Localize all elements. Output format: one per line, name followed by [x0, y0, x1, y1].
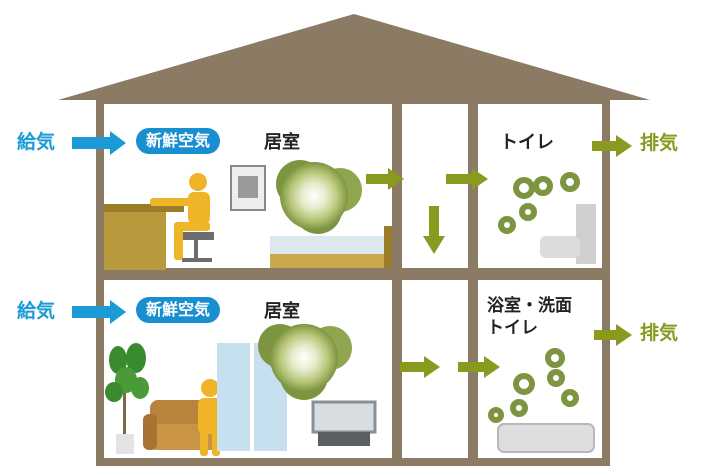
exhaust-label-lower: 排気 — [640, 322, 679, 344]
toilet-icon-upper — [540, 204, 596, 264]
flow-arrow-upper-1 — [366, 168, 404, 190]
supply-arrow-upper — [72, 131, 126, 155]
fresh-air-badge-upper: 新鮮空気 — [136, 128, 221, 154]
dirty-air-cloud-upper — [276, 160, 362, 234]
house-frame — [58, 14, 650, 466]
bed — [270, 226, 392, 268]
fresh-air-badge-lower: 新鮮空気 — [136, 297, 221, 323]
flow-arrow-down — [423, 206, 445, 254]
person-sitting-icon — [150, 173, 210, 260]
flow-arrow-lower-1 — [400, 356, 440, 378]
dirty-air-cloud-lower — [258, 324, 352, 400]
desk — [104, 204, 184, 270]
flow-arrow-lower-2 — [458, 356, 500, 378]
wall-left — [392, 100, 402, 462]
toilet-label-lower: トイレ — [487, 318, 538, 338]
plant — [105, 343, 149, 454]
exhaust-label-upper: 排気 — [640, 132, 679, 154]
roof — [58, 14, 650, 100]
exhaust-arrow-upper — [592, 135, 632, 157]
floor-slab — [100, 268, 606, 280]
odor-particles-lower — [488, 348, 579, 423]
supply-label-lower: 給気 — [17, 300, 56, 322]
odor-particles-upper — [498, 172, 580, 234]
wall-right — [468, 100, 478, 462]
supply-arrow-lower — [72, 300, 126, 324]
house-outline — [96, 96, 610, 466]
chair-upper — [178, 232, 214, 262]
wall-picture — [230, 165, 266, 211]
supply-label-upper: 給気 — [17, 131, 56, 153]
bath-label-lower: 浴室・洗面 — [487, 296, 572, 316]
room-label-lower: 居室 — [264, 301, 300, 322]
room-label-upper: 居室 — [264, 132, 300, 153]
bathtub-icon — [497, 423, 595, 453]
tv — [311, 400, 377, 446]
flow-arrow-upper-2 — [446, 168, 488, 190]
toilet-label-upper: トイレ — [500, 132, 554, 153]
exhaust-arrow-lower — [594, 324, 632, 346]
person-sitting-lower-icon — [198, 379, 222, 456]
